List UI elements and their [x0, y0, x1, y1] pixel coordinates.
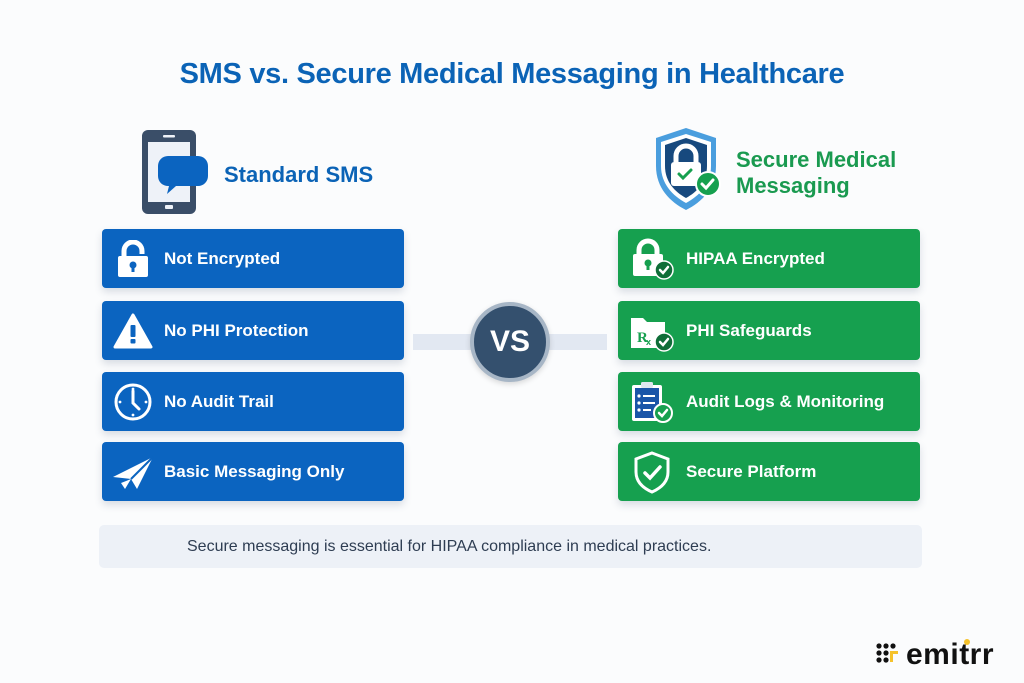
clock-icon [102, 372, 164, 431]
sms-item-not-encrypted: Not Encrypted [102, 229, 404, 288]
sms-item-label: No Audit Trail [164, 391, 274, 411]
secure-item-label: Secure Platform [686, 461, 817, 481]
paper-plane-icon [102, 442, 164, 501]
secure-item-hipaa-encrypted: HIPAA Encrypted [618, 229, 920, 288]
standard-sms-title: Standard SMS [224, 161, 374, 187]
emitrr-logo: emitrr [876, 638, 994, 672]
footer-note-text: Secure messaging is essential for HIPAA … [187, 537, 712, 555]
secure-item-label: Audit Logs & Monitoring [686, 391, 885, 411]
sms-item-no-audit-trail: No Audit Trail [102, 372, 404, 431]
sms-item-basic-messaging: Basic Messaging Only [102, 442, 404, 501]
brand-i-dot [964, 639, 970, 645]
sms-item-label: Basic Messaging Only [164, 461, 345, 481]
warning-icon [102, 301, 164, 360]
svg-text:R: R [637, 330, 648, 346]
footer-note: Secure messaging is essential for HIPAA … [99, 525, 922, 568]
secure-item-label: HIPAA Encrypted [686, 248, 825, 268]
clipboard-check-icon [618, 372, 686, 431]
secure-item-secure-platform: Secure Platform [618, 442, 920, 501]
secure-messaging-title: Secure Medical Messaging [736, 146, 897, 198]
brand-name: emitrr [906, 638, 995, 671]
shield-check-icon [618, 442, 686, 501]
standard-sms-header: Standard SMS [138, 128, 373, 221]
vs-badge: VS [470, 302, 550, 382]
sms-item-label: Not Encrypted [164, 248, 281, 268]
secure-item-label: PHI Safeguards [686, 320, 812, 340]
emitrr-dots-icon [876, 642, 900, 669]
page-title: SMS vs. Secure Medical Messaging in Heal… [179, 58, 845, 90]
secure-messaging-header: Secure Medical Messaging [652, 126, 896, 219]
padlock-check-icon [618, 229, 686, 288]
sms-item-label: No PHI Protection [164, 320, 309, 340]
sms-item-no-phi-protection: No PHI Protection [102, 301, 404, 360]
svg-text:x: x [646, 337, 651, 347]
shield-lock-check-icon [652, 126, 724, 219]
unlocked-padlock-icon [102, 229, 164, 288]
secure-item-audit-logs: Audit Logs & Monitoring [618, 372, 920, 431]
phone-chat-icon [138, 128, 208, 221]
